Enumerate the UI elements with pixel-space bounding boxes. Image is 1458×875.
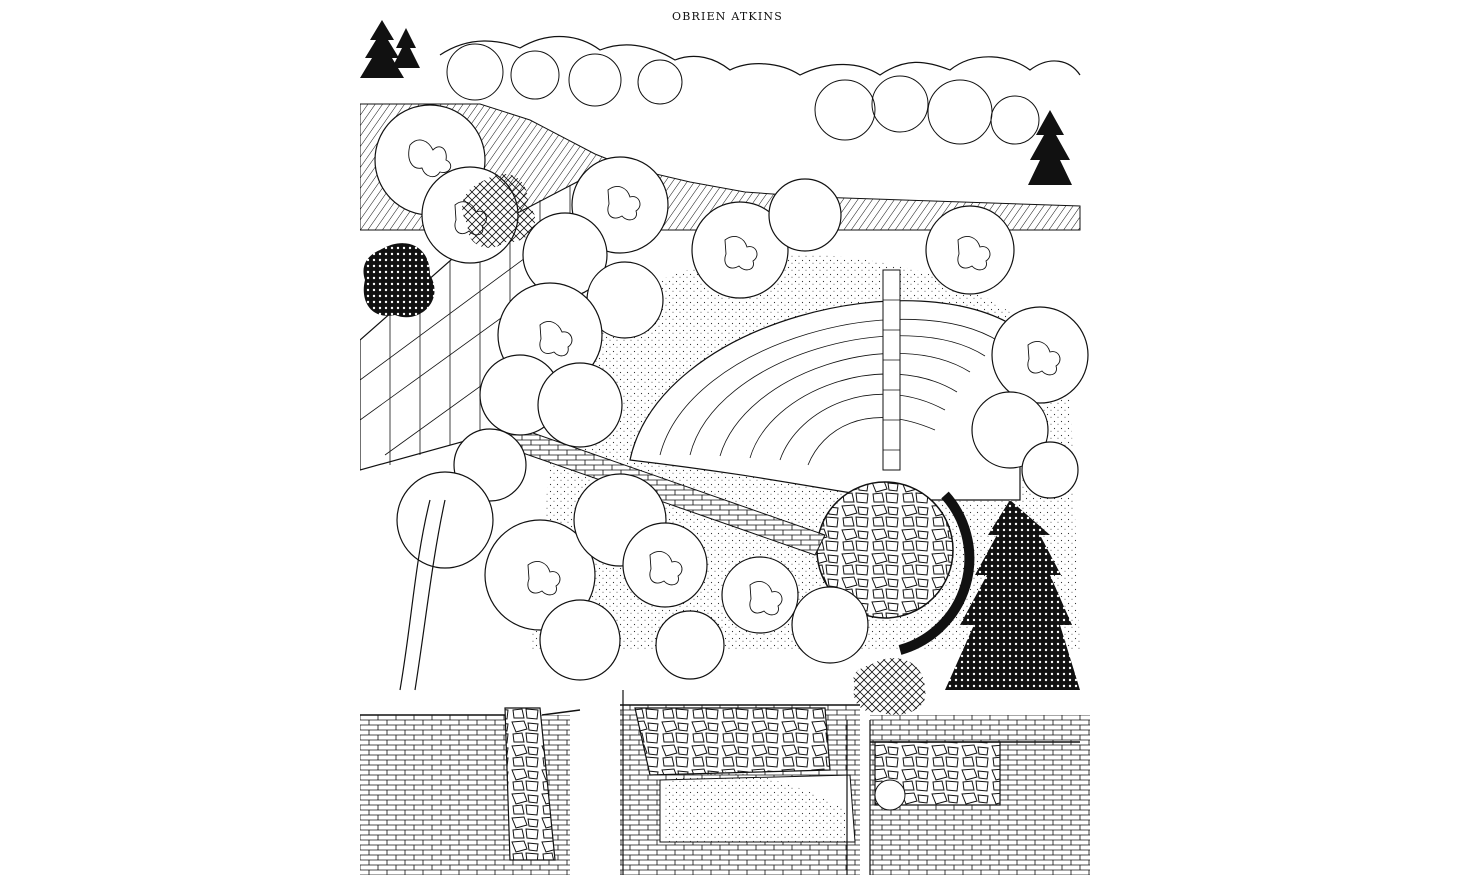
amphitheater-illustration: OBRIEN ATKINS: [360, 0, 1095, 875]
tree-canopies: [374, 104, 1089, 681]
birch-tree: [399, 499, 446, 691]
section-center: [620, 705, 860, 875]
illustration-title: OBRIEN ATKINS: [672, 10, 783, 23]
section-left: [360, 707, 570, 875]
section-lines: [622, 690, 871, 875]
illustration-svg: [360, 20, 1090, 875]
skyline-trees: [360, 20, 1081, 231]
stage: [816, 481, 975, 655]
ground-outline: [360, 704, 1080, 743]
amphitheater-tiers: [629, 269, 1021, 501]
dark-shrubs: [363, 174, 1080, 715]
section-right: [870, 715, 1090, 875]
